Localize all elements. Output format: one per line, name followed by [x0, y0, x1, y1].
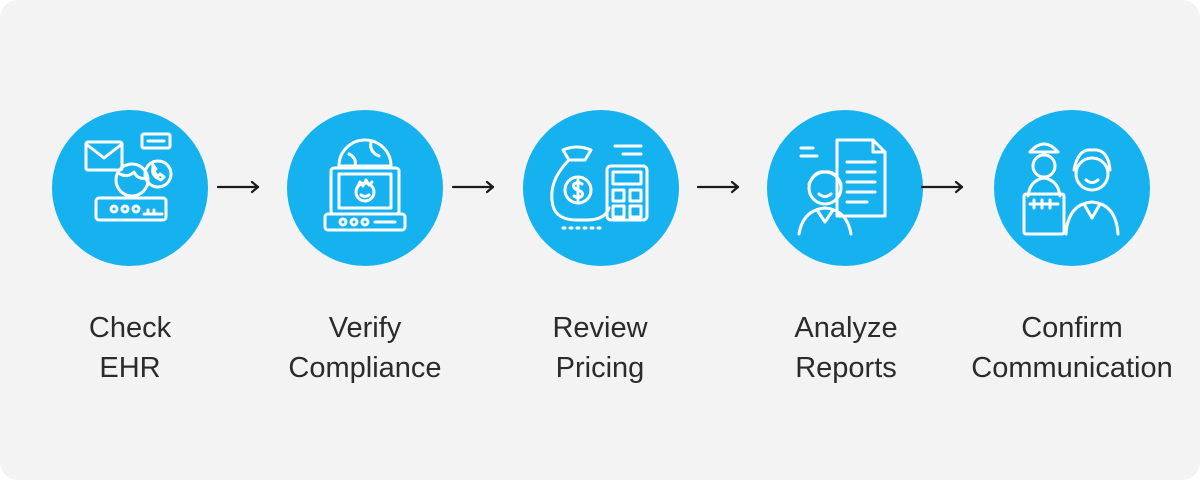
step-circle [287, 110, 443, 266]
money-bag-calculator-icon [550, 144, 649, 230]
step-label-line1: Check [88, 312, 172, 344]
arrow-right-icon [216, 178, 262, 196]
step-label-line2: Reports [795, 352, 897, 384]
step-check-ehr: Check EHR [10, 110, 250, 410]
step-label-line2: Communication [971, 352, 1173, 384]
step-label-line1: Analyze [794, 312, 898, 344]
two-people-meeting-icon [1022, 142, 1120, 236]
step-label-line1: Verify [328, 312, 402, 344]
step-label: Check EHR [10, 308, 250, 388]
step-review-pricing: Review Pricing [480, 110, 720, 410]
step-circle [994, 110, 1150, 266]
laptop-email-globe-phone-icon [84, 132, 173, 222]
step-confirm-communication: Confirm Communication [952, 110, 1192, 410]
laptop-globe-person-icon [323, 138, 407, 232]
arrow-right-icon [920, 178, 966, 196]
person-documents-icon [797, 138, 887, 236]
step-verify-compliance: Verify Compliance [245, 110, 485, 410]
step-circle [767, 110, 923, 266]
step-label: Review Pricing [480, 308, 720, 388]
step-analyze-reports: Analyze Reports [726, 110, 966, 410]
step-label-line1: Confirm [1021, 312, 1123, 344]
step-label-line1: Review [552, 312, 648, 344]
step-label: Confirm Communication [952, 308, 1192, 388]
step-label-line2: EHR [99, 352, 161, 384]
step-label: Verify Compliance [245, 308, 485, 388]
arrow-right-icon [696, 178, 742, 196]
arrow-right-icon [451, 178, 497, 196]
step-label: Analyze Reports [726, 308, 966, 388]
step-label-line2: Pricing [555, 352, 645, 384]
step-circle [523, 110, 679, 266]
step-label-line2: Compliance [288, 352, 442, 384]
step-circle [52, 110, 208, 266]
